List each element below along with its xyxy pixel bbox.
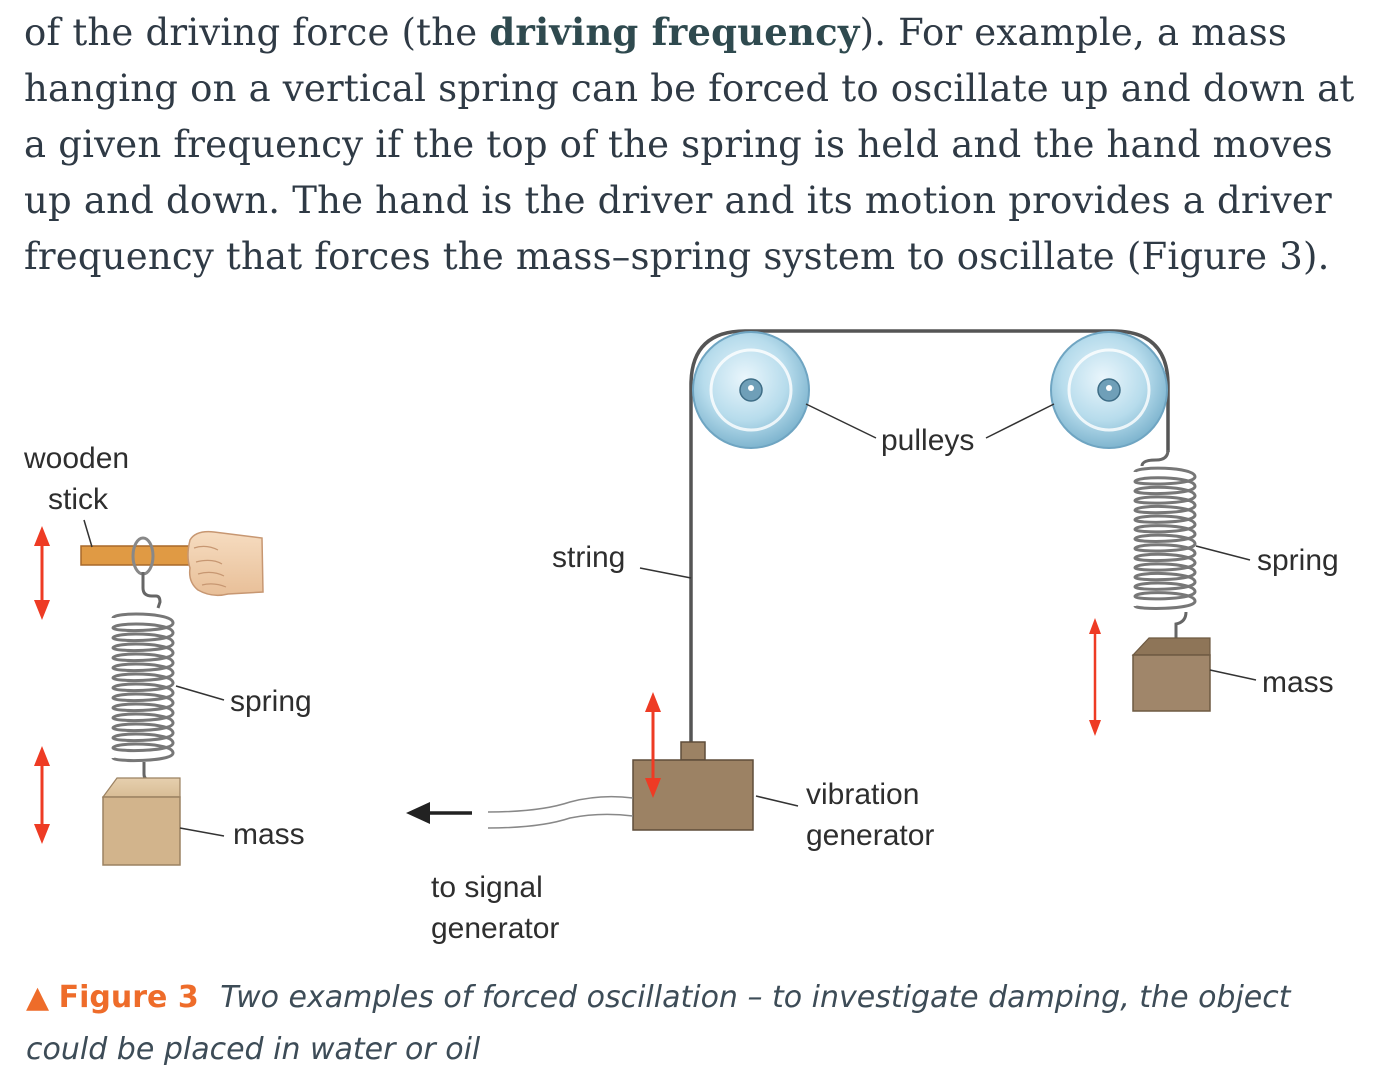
- string-over-pulleys: [689, 329, 1170, 742]
- wooden-stick-label-line-2: stick: [48, 483, 108, 516]
- figure-3-drawing: [34, 329, 1257, 866]
- body-line-1-start: of the driving force (the: [24, 11, 490, 54]
- signal-generator-label-line-2: generator: [431, 912, 560, 945]
- right-mass-leader: [1209, 669, 1257, 681]
- vibration-generator-label-line-2: generator: [806, 819, 935, 852]
- generator-leader: [755, 795, 799, 807]
- left-mass-label: mass: [233, 818, 305, 851]
- hand-driven-system: [34, 519, 264, 866]
- string-label: string: [552, 541, 626, 574]
- right-spring-hook-top: [1140, 449, 1170, 467]
- right-mass-label: mass: [1262, 666, 1334, 699]
- right-mass-motion-arrow-icon: [1089, 618, 1101, 736]
- signal-direction-arrow-icon: [406, 802, 472, 824]
- left-spring-coil: [111, 612, 175, 763]
- left-spring-hook-top: [141, 572, 162, 609]
- key-term-driving-frequency: driving frequency: [489, 10, 860, 54]
- left-spring-leader: [175, 685, 225, 701]
- left-pulley: [692, 331, 810, 449]
- mass-motion-arrow-icon: [34, 746, 50, 844]
- body-line-4: up and down. The hand is the driver and …: [24, 179, 1332, 222]
- body-paragraph: of the driving force (the driving freque…: [24, 4, 1374, 285]
- right-pulley: [1050, 331, 1168, 449]
- wooden-stick: [80, 545, 207, 566]
- caption-text: Two examples of forced oscillation – to …: [26, 980, 1291, 1067]
- wooden-stick-leader: [83, 519, 93, 548]
- body-line-1: of the driving force (the driving freque…: [24, 4, 1374, 61]
- right-spring-hook-bottom: [1174, 611, 1188, 640]
- pulleys-leader-left: [805, 403, 877, 439]
- body-line-1-end: ). For example, a mass: [859, 11, 1288, 54]
- right-spring-leader: [1195, 545, 1251, 561]
- stick-motion-arrow-icon: [34, 526, 50, 620]
- string-leader: [639, 567, 692, 579]
- right-spring-label: spring: [1257, 544, 1339, 577]
- caption-triangle-icon: ▲: [26, 980, 50, 1015]
- signal-generator-label-line-1: to signal: [431, 871, 543, 904]
- left-spring-hook-bottom: [142, 762, 151, 782]
- hand-icon: [187, 530, 264, 597]
- vibration-generator-label-line-1: vibration: [806, 778, 920, 811]
- left-mass-leader: [179, 827, 225, 837]
- pulleys-leader-right: [985, 403, 1055, 439]
- wooden-stick-label-line-1: wooden: [24, 442, 130, 475]
- right-mass-block: [1131, 637, 1211, 712]
- generator-motion-arrow-icon: [645, 692, 661, 798]
- body-line-3: a given frequency if the top of the spri…: [24, 123, 1333, 166]
- left-mass-block: [101, 777, 181, 866]
- figure-3-diagram: wooden stick spring mass pulleys string …: [0, 300, 1392, 970]
- right-spring-coil: [1133, 466, 1197, 610]
- figure-caption: ▲ Figure 3 Two examples of forced oscill…: [26, 972, 1376, 1076]
- body-line-5: frequency that forces the mass–spring sy…: [24, 235, 1330, 278]
- body-line-2: hanging on a vertical spring can be forc…: [24, 67, 1355, 110]
- left-spring-label: spring: [230, 685, 312, 718]
- caption-figure-number: Figure 3: [58, 980, 199, 1015]
- signal-cable: [487, 795, 634, 829]
- generator-driven-system: [406, 329, 1257, 831]
- pulleys-label: pulleys: [881, 424, 975, 457]
